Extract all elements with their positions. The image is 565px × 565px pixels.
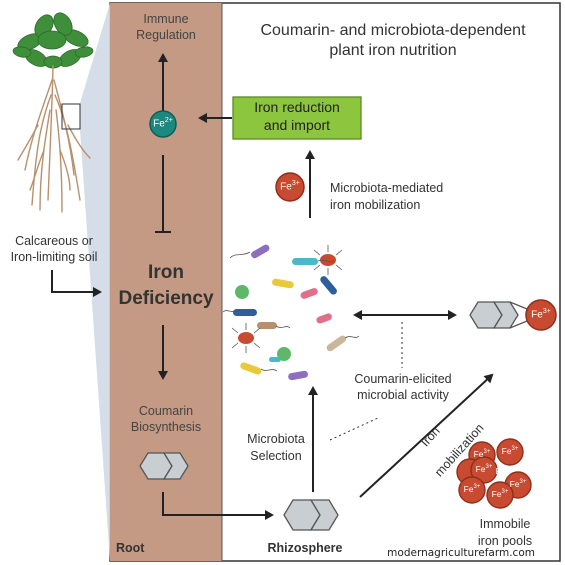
immune-label-line2: Regulation bbox=[136, 28, 196, 42]
complex-fe-label: Fe3+ bbox=[531, 308, 551, 321]
fe3-mobile-circle bbox=[275, 172, 305, 202]
arrow-soil-to-root bbox=[51, 270, 102, 297]
diagram-title-line1: Coumarin- and microbiota-dependent bbox=[260, 22, 526, 39]
immobile-iron-pool-icon bbox=[456, 438, 532, 509]
immune-label-line1: Immune bbox=[143, 12, 189, 26]
coumarin-biosynthesis-line2: Biosynthesis bbox=[130, 420, 202, 434]
root-label: Root bbox=[116, 541, 145, 555]
rhizosphere-label: Rhizosphere bbox=[267, 541, 343, 555]
pool-fe-label: Fe3+ bbox=[495, 465, 513, 476]
microbiota-selection-line1: Microbiota bbox=[247, 432, 305, 446]
microbiota-selection-line2: Selection bbox=[250, 449, 302, 463]
plant-icon bbox=[12, 12, 94, 213]
immobile-pool-line1: Immobile bbox=[479, 517, 531, 531]
soil-label-line1: Calcareous or bbox=[15, 234, 93, 248]
coumarin-fe-complex-icon bbox=[469, 299, 557, 331]
zoom-projection bbox=[80, 3, 110, 561]
pool-fe-label: Fe3+ bbox=[473, 448, 491, 459]
microbiota-cluster-icon bbox=[222, 244, 360, 381]
fe3-mobile-label: Fe3+ bbox=[280, 180, 300, 193]
arrow-coumarin-secretion bbox=[162, 492, 274, 520]
dotted-link-2 bbox=[329, 417, 379, 441]
arrow-iron-mobilization bbox=[359, 373, 494, 498]
diagram-title-line2: plant iron nutrition bbox=[329, 42, 457, 59]
coumarin-biosynthesis-line1: Coumarin bbox=[138, 404, 194, 418]
coumarin-hexagon-rhizosphere bbox=[283, 499, 339, 531]
microbiota-mobilization-line1: Microbiota-mediated bbox=[330, 181, 444, 195]
pool-fe-label: Fe3+ bbox=[463, 483, 481, 494]
pool-fe-label: Fe3+ bbox=[491, 488, 509, 499]
fe2-label: Fe2+ bbox=[153, 117, 173, 130]
soil-label-line2: Iron-limiting soil bbox=[10, 250, 98, 264]
iron-reduction-box bbox=[232, 96, 362, 140]
pool-fe-label: Fe3+ bbox=[475, 463, 493, 474]
pool-fe-label: Fe3+ bbox=[509, 478, 527, 489]
fe2-circle bbox=[149, 110, 177, 138]
iron-reduction-line1: Iron reduction bbox=[254, 99, 340, 115]
coumarin-hexagon-root bbox=[139, 452, 189, 480]
pool-fe-label: Fe3+ bbox=[501, 445, 519, 456]
coumarin-elicited-line2: microbial activity bbox=[357, 388, 449, 402]
microbiota-mobilization-line2: iron mobilization bbox=[330, 198, 421, 212]
watermark: modernagriculturefarm.com bbox=[385, 547, 537, 559]
iron-reduction-line2: and import bbox=[263, 117, 331, 133]
coumarin-elicited-line1: Coumarin-elicited bbox=[354, 372, 452, 386]
iron-deficiency-line1: Iron bbox=[148, 262, 184, 283]
immobile-pool-line2: iron pools bbox=[477, 534, 533, 548]
iron-deficiency-line2: Deficiency bbox=[118, 288, 214, 309]
